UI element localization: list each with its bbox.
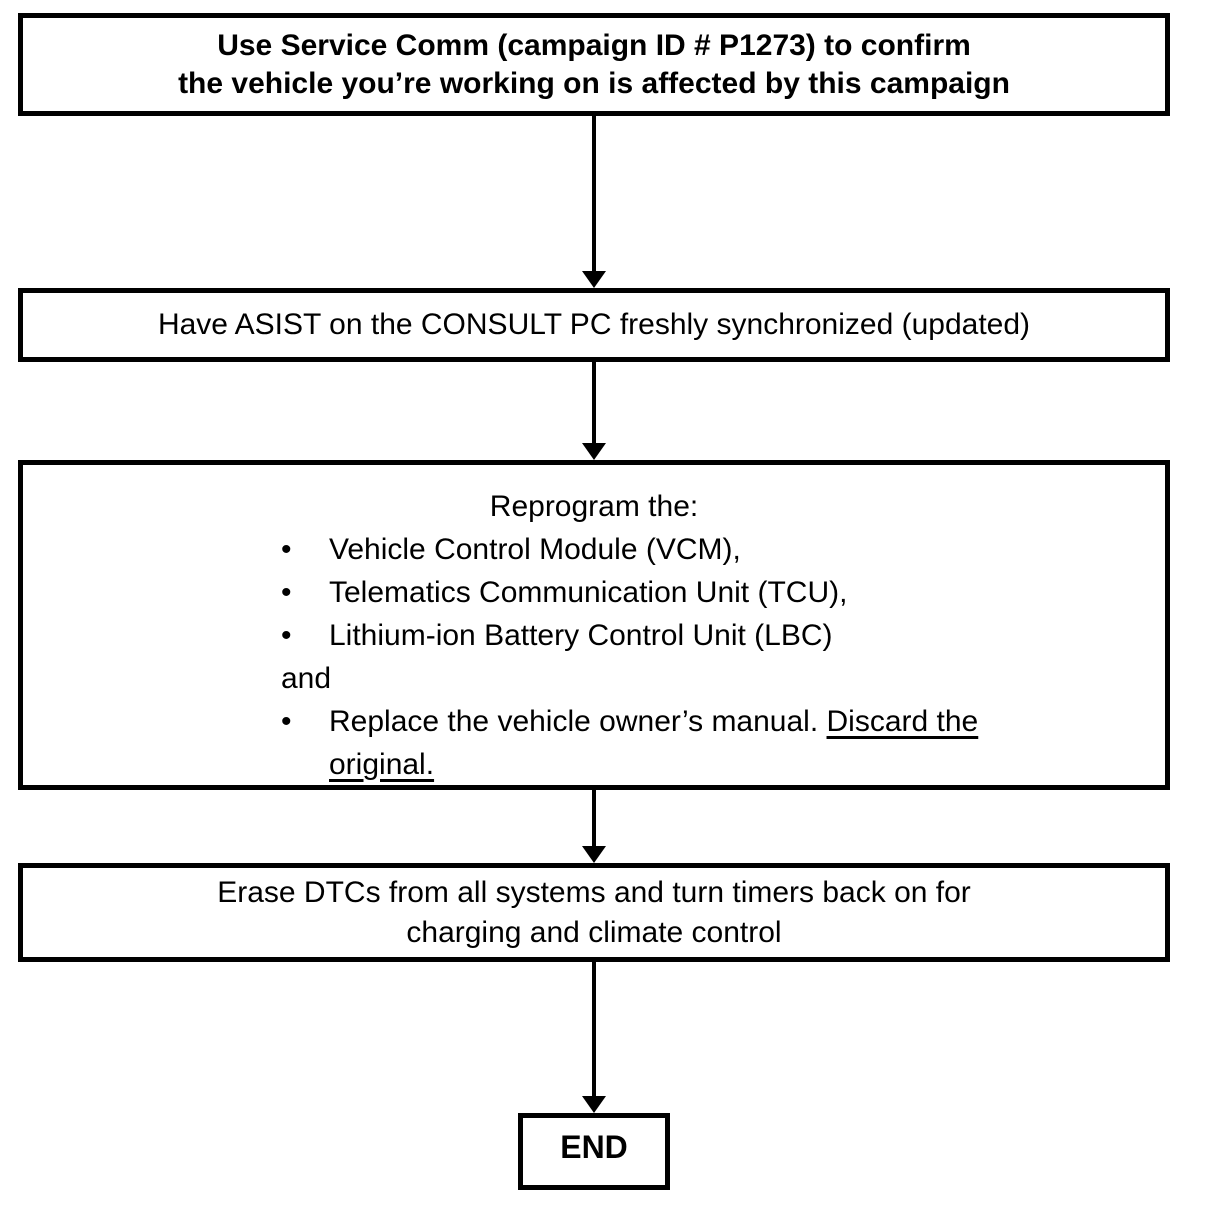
arrow-step2-to-step3 — [582, 362, 606, 460]
bullet-icon: • — [281, 533, 292, 566]
arrow-step1-to-step2 — [582, 116, 606, 288]
and-connector-label: and — [281, 662, 332, 695]
bullet-icon: • — [281, 705, 292, 738]
arrow-shaft — [592, 962, 596, 1099]
end-box: END — [518, 1113, 670, 1190]
discard-underline-part1: Discard the — [826, 705, 979, 738]
bullet-icon: • — [281, 619, 292, 652]
step3-title: Reprogram the: — [489, 490, 699, 523]
step4-box: Erase DTCs from all systems and turn tim… — [18, 863, 1170, 962]
step1-line1: Use Service Comm (campaign ID # P1273) t… — [217, 28, 971, 62]
list-item: • Vehicle Control Module (VCM), — [281, 528, 1145, 571]
list-item-text: Lithium-ion Battery Control Unit (LBC) — [329, 619, 833, 652]
arrow-down-icon — [582, 1096, 606, 1113]
step4-line1: Erase DTCs from all systems and turn tim… — [217, 875, 971, 909]
list-item-text: Telematics Communication Unit (TCU), — [329, 576, 848, 609]
step2-box: Have ASIST on the CONSULT PC freshly syn… — [18, 288, 1170, 362]
arrow-step4-to-end — [582, 962, 606, 1113]
list-item: • Lithium-ion Battery Control Unit (LBC) — [281, 614, 1145, 657]
list-item: • Telematics Communication Unit (TCU), — [281, 571, 1145, 614]
arrow-down-icon — [582, 271, 606, 288]
end-label: END — [560, 1129, 628, 1165]
step3-box: Reprogram the: • Vehicle Control Module … — [18, 460, 1170, 790]
step4-line2: charging and climate control — [406, 915, 782, 949]
arrow-step3-to-step4 — [582, 790, 606, 863]
arrow-down-icon — [582, 846, 606, 863]
list-item: • Replace the vehicle owner’s manual. Di… — [281, 700, 1145, 786]
list-item-text: Replace the vehicle owner’s manual. Disc… — [329, 700, 1145, 786]
bullet-icon: • — [281, 576, 292, 609]
replace-manual-text: Replace the vehicle owner’s manual. — [329, 705, 827, 738]
arrow-shaft — [592, 116, 596, 274]
arrow-shaft — [592, 362, 596, 446]
arrow-shaft — [592, 790, 596, 849]
step1-box: Use Service Comm (campaign ID # P1273) t… — [18, 13, 1170, 116]
discard-underline-part2: original. — [329, 748, 435, 781]
step2-text: Have ASIST on the CONSULT PC freshly syn… — [157, 308, 1031, 341]
list-item-text: Vehicle Control Module (VCM), — [329, 533, 741, 566]
arrow-down-icon — [582, 443, 606, 460]
step3-bullet-list: • Vehicle Control Module (VCM), • Telema… — [281, 528, 1145, 786]
step1-line2: the vehicle you’re working on is affecte… — [178, 66, 1010, 100]
